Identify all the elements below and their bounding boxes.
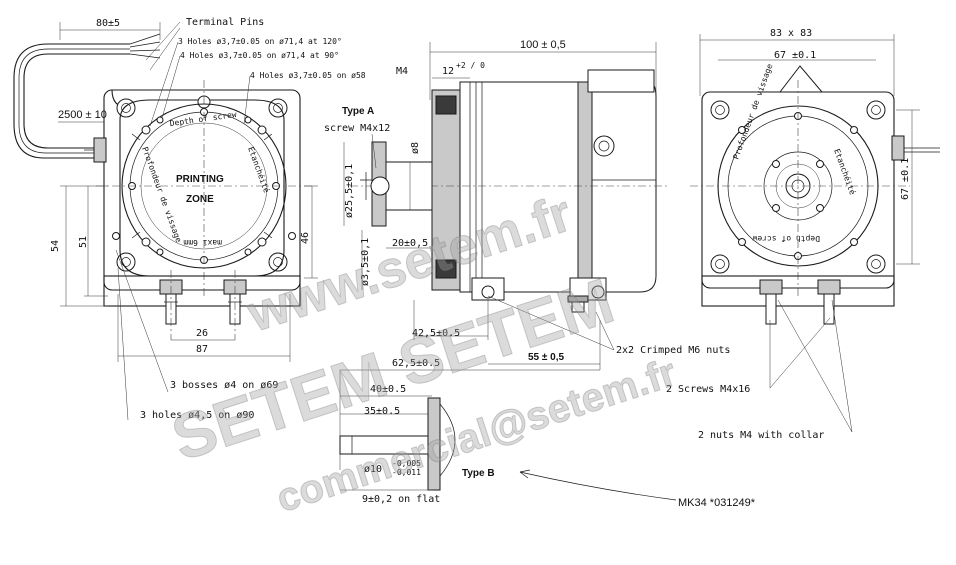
dim-40-label: 40±0.5 bbox=[370, 384, 406, 395]
dim-25-5-label: ø25,5±0,1 bbox=[344, 164, 355, 218]
dim-35-label: 35±0.5 bbox=[364, 406, 400, 417]
dim-67-top-label: 67 ±0.1 bbox=[774, 50, 816, 61]
screw-m4x12-label: screw M4x12 bbox=[324, 123, 390, 134]
type-b-label: Type B bbox=[462, 468, 495, 479]
dim-83-label: 83 x 83 bbox=[770, 28, 812, 39]
dim-10-tol-b-label: -0,011 bbox=[392, 468, 421, 477]
rear-holes bbox=[738, 112, 858, 260]
dim-20-label: 20±0,5 bbox=[392, 238, 428, 249]
dim-12-label: 12 bbox=[442, 66, 454, 77]
dim-8-label: ø8 bbox=[410, 142, 421, 154]
dim-12-tol-label: +2 / 0 bbox=[456, 61, 485, 70]
profondeur-text: Profondeur de vissage bbox=[140, 146, 183, 244]
dim-87-label: 87 bbox=[196, 344, 208, 355]
dim-3-5-label: ø3,5±0,1 bbox=[360, 238, 371, 286]
screws-m4x16-label: 2 Screws M4x16 bbox=[666, 384, 750, 395]
dim-m4-label: M4 bbox=[396, 66, 408, 77]
dim-62-5-label: 62,5±0.5 bbox=[392, 358, 440, 369]
etancheite-text: Etanchéité bbox=[246, 145, 272, 194]
dim-9-label: 9±0,2 on flat bbox=[362, 494, 440, 505]
dim-51-label: 51 bbox=[78, 236, 89, 248]
front-view: 80±5 Terminal Pins bbox=[13, 17, 366, 421]
holes-90-label: 4 Holes ø3,7±0.05 on ø71,4 at 90° bbox=[180, 51, 339, 60]
holes-4-5-label: 3 holes ø4,5 on ø90 bbox=[140, 410, 254, 421]
rear-depth-text: Depth of screw bbox=[752, 234, 820, 243]
terminal-pins-label: Terminal Pins bbox=[186, 17, 264, 28]
dim-54-label: 54 bbox=[50, 240, 61, 252]
mk34-label: MK34 *031249* bbox=[678, 497, 756, 509]
printing-text: PRINTING bbox=[176, 174, 224, 185]
dim-80-label: 80±5 bbox=[96, 18, 120, 29]
holes-120-label: 3 Holes ø3,7±0.05 on ø71,4 at 120° bbox=[178, 37, 342, 46]
zone-text: ZONE bbox=[186, 194, 214, 205]
dim-67-side-label: 67 ±0.1 bbox=[900, 158, 911, 200]
dim-100-label: 100 ± 0,5 bbox=[520, 39, 566, 51]
dim-55-label: 55 ± 0,5 bbox=[528, 352, 565, 363]
dim-42-5-label: 42,5±0.5 bbox=[412, 328, 460, 339]
side-view: 100 ± 0,5 M4 12 +2 / 0 Type A scr bbox=[324, 39, 756, 509]
dim-2500-label: 2500 ± 10 bbox=[58, 109, 107, 121]
rear-view: 83 x 83 67 ±0.1 Etanchéité Profondeur de… bbox=[666, 28, 940, 441]
dim-26-label: 26 bbox=[196, 328, 208, 339]
nuts-m4-label: 2 nuts M4 with collar bbox=[698, 430, 824, 441]
holes-58-label: 4 Holes ø3,7±0.05 on ø58 bbox=[250, 71, 366, 80]
bosses-label: 3 bosses ø4 on ø69 bbox=[170, 380, 278, 391]
dim-10-label: ø10 bbox=[364, 464, 382, 475]
maxi-text: maxi 6mm bbox=[183, 238, 222, 247]
dim-46-label: 46 bbox=[300, 232, 311, 244]
type-a-label: Type A bbox=[342, 106, 374, 117]
dim-10-tol-a-label: -0,005 bbox=[392, 459, 421, 468]
mounting-holes bbox=[112, 108, 296, 264]
crimped-label: 2x2 Crimped M6 nuts bbox=[616, 345, 730, 356]
rear-etancheite-text: Etanchéité bbox=[832, 147, 858, 196]
